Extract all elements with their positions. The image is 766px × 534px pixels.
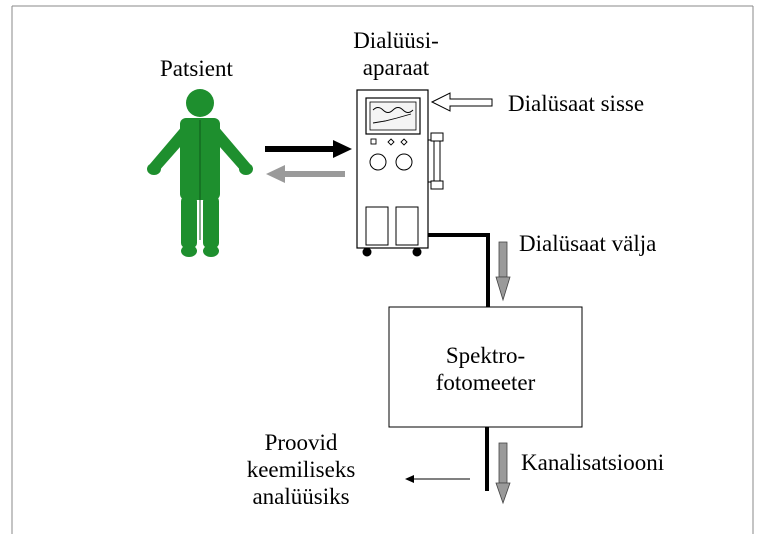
dialysate-in-arrow — [430, 92, 493, 112]
arrow-to-machine — [265, 140, 352, 158]
machine-label-line2: aparaat — [362, 55, 430, 80]
dialysis-machine-icon — [356, 89, 444, 257]
samples-label-line3: analüüsiks — [252, 484, 350, 509]
machine-label-line1: Dialüüsi- — [353, 28, 439, 53]
frame — [11, 5, 754, 534]
spectro-label-line2: fotomeeter — [435, 370, 536, 395]
dialysate-out-arrow — [495, 241, 511, 302]
dialysate-in-label: Dialüsaat sisse — [508, 91, 645, 116]
drain-arrow — [495, 442, 511, 505]
drain-label: Kanalisatsiooni — [521, 450, 665, 475]
patient-figure-icon — [147, 89, 253, 257]
outflow-tube — [428, 233, 490, 307]
spectrophotometer-label: Spektro- fotomeeter — [389, 342, 582, 396]
machine-label: Dialüüsi- aparaat — [334, 27, 458, 81]
arrow-to-patient — [266, 165, 345, 183]
samples-arrow — [405, 475, 470, 483]
samples-label-line2: keemiliseks — [246, 457, 356, 482]
samples-label: Proovid keemiliseks analüüsiks — [226, 429, 376, 510]
spectro-label-line1: Spektro- — [445, 343, 526, 368]
dialysate-out-label: Dialüsaat välja — [519, 231, 657, 256]
patient-label: Patsient — [160, 56, 233, 81]
spectrophotometer-box — [388, 306, 583, 428]
samples-label-line1: Proovid — [264, 430, 338, 455]
